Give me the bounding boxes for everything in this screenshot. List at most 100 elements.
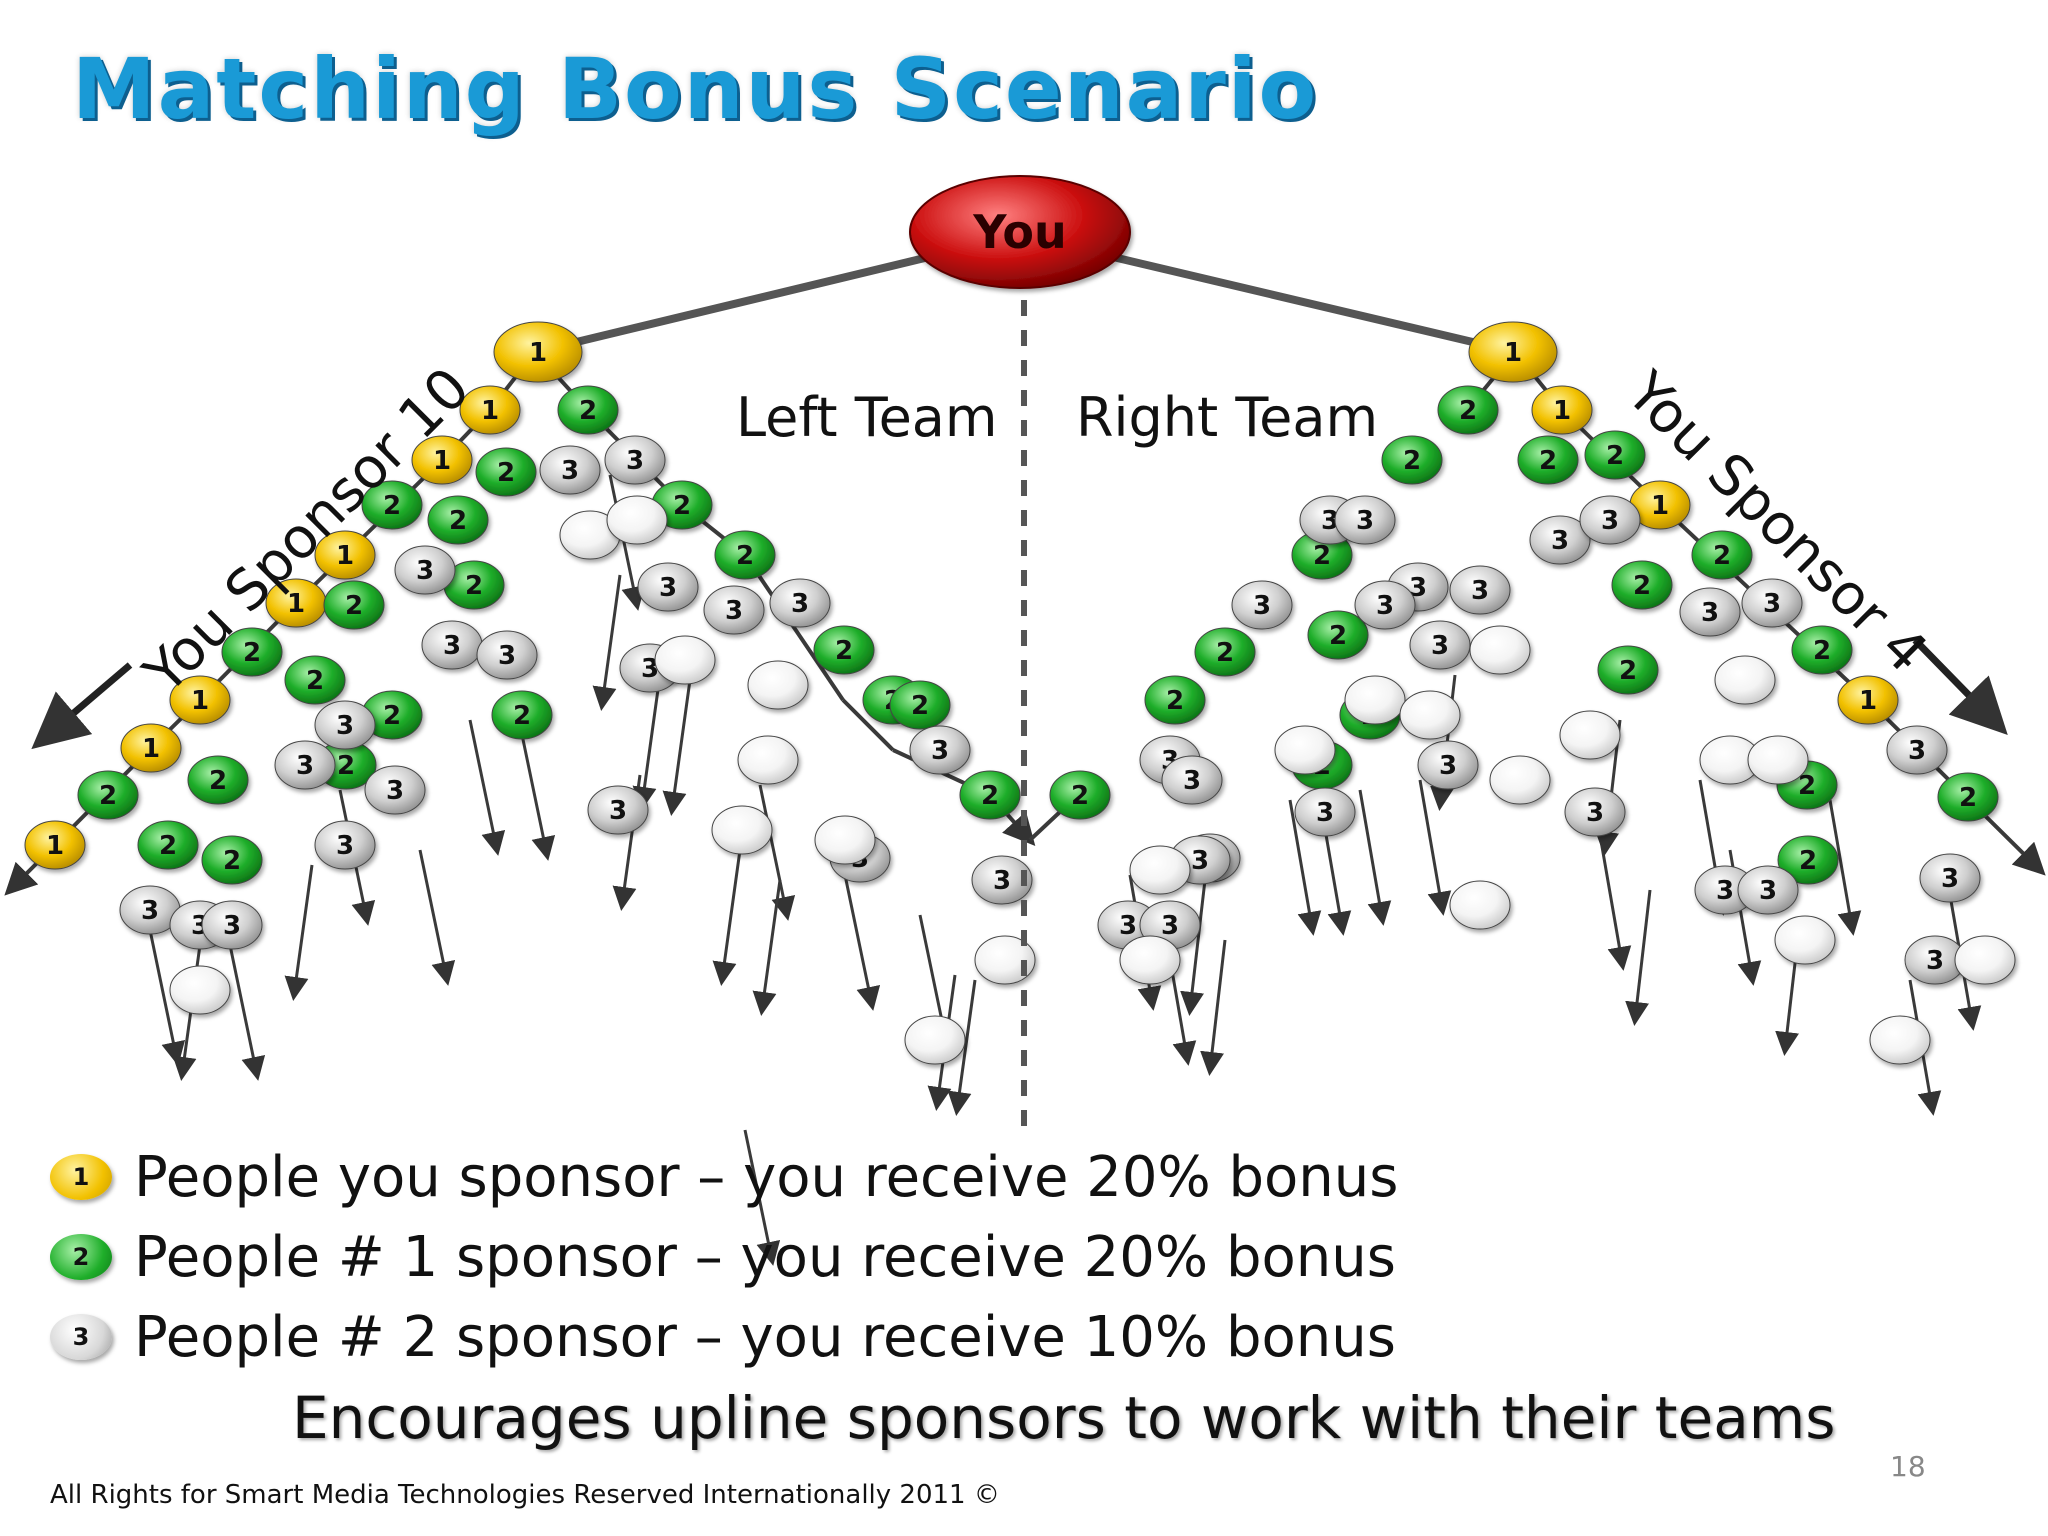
tree-node-level3: 3 [1742, 579, 1802, 627]
tree-node-blank [1955, 936, 2015, 984]
connector-line [230, 945, 257, 1075]
connector-line [294, 865, 312, 995]
legend-text-level1: People you sponsor – you receive 20% bon… [134, 1145, 1398, 1210]
svg-text:3: 3 [1431, 631, 1449, 661]
svg-text:2: 2 [465, 571, 483, 601]
tree-node-level3: 3 [275, 741, 335, 789]
svg-text:2: 2 [981, 781, 999, 811]
tree-node-level1: 1 [494, 322, 582, 382]
svg-text:2: 2 [1619, 656, 1637, 686]
tree-node-blank [1400, 691, 1460, 739]
svg-text:2: 2 [513, 701, 531, 731]
tree-node-blank [1345, 676, 1405, 724]
connector-line [470, 720, 497, 850]
svg-text:3: 3 [223, 911, 241, 941]
connector-line [642, 675, 660, 805]
left-team-text: Left Team [736, 386, 997, 449]
legend-row-level3: 3 People # 2 sponsor – you receive 10% b… [50, 1302, 1396, 1372]
tree-node-level3: 3 [1565, 788, 1625, 836]
svg-text:3: 3 [609, 796, 627, 826]
tree-node-level2: 2 [1145, 676, 1205, 724]
svg-text:2: 2 [911, 691, 929, 721]
tree-node-blank [1715, 656, 1775, 704]
tree-node-level3: 3 [1680, 588, 1740, 636]
svg-text:3: 3 [791, 589, 809, 619]
svg-text:3: 3 [296, 751, 314, 781]
tree-node-level2: 2 [1438, 386, 1498, 434]
svg-text:3: 3 [386, 776, 404, 806]
connector-line [672, 680, 690, 810]
legend-text-level3: People # 2 sponsor – you receive 10% bon… [134, 1305, 1396, 1370]
tree-node-blank [655, 636, 715, 684]
tree-node-level3: 3 [588, 786, 648, 834]
tree-node-blank [1748, 736, 1808, 784]
tree-node-level2: 2 [1692, 531, 1752, 579]
svg-text:3: 3 [1439, 751, 1457, 781]
tree-node-level2: 2 [1195, 628, 1255, 676]
svg-text:3: 3 [1253, 591, 1271, 621]
svg-text:2: 2 [579, 396, 597, 426]
svg-text:2: 2 [209, 766, 227, 796]
legend-badge-level2: 2 [50, 1234, 112, 1280]
connector-line [762, 880, 780, 1010]
tree-node-level3: 3 [315, 701, 375, 749]
tree-node-level1: 1 [121, 724, 181, 772]
connector-line [42, 665, 130, 740]
svg-text:2: 2 [1166, 686, 1184, 716]
tree-node-level3: 3 [202, 901, 262, 949]
svg-text:1: 1 [1859, 686, 1877, 716]
tree-node-level3: 3 [365, 766, 425, 814]
legend-text-level2: People # 1 sponsor – you receive 20% bon… [134, 1225, 1396, 1290]
tree-node-level3: 3 [477, 631, 537, 679]
svg-text:3: 3 [1926, 946, 1944, 976]
tree-node-level3: 3 [1232, 581, 1292, 629]
tree-node-level2: 2 [324, 581, 384, 629]
svg-text:3: 3 [1376, 591, 1394, 621]
tree-node-level3: 3 [1295, 788, 1355, 836]
tree-node-level2: 2 [890, 681, 950, 729]
copyright-notice: All Rights for Smart Media Technologies … [50, 1480, 1000, 1510]
tree-node-blank [1560, 711, 1620, 759]
tree-node-level3: 3 [315, 821, 375, 869]
connector-line [602, 575, 620, 705]
svg-text:3: 3 [1701, 598, 1719, 628]
svg-text:2: 2 [1459, 396, 1477, 426]
tree-node-level3: 3 [1580, 496, 1640, 544]
svg-text:2: 2 [1403, 446, 1421, 476]
root-label: You [972, 205, 1066, 259]
tree-node-level2: 2 [814, 626, 874, 674]
tree-node-level2: 2 [188, 756, 248, 804]
tree-node-level3: 3 [605, 436, 665, 484]
connector-line [1600, 835, 1623, 965]
svg-text:3: 3 [1161, 911, 1179, 941]
svg-text:2: 2 [835, 636, 853, 666]
tree-node-level1: 1 [1838, 676, 1898, 724]
tree-node-level3: 3 [395, 546, 455, 594]
svg-text:2: 2 [243, 638, 261, 668]
connector-line [1915, 640, 1998, 725]
svg-text:2: 2 [449, 506, 467, 536]
tree-node-level2: 2 [1585, 431, 1645, 479]
svg-text:1: 1 [46, 831, 64, 861]
svg-text:2: 2 [1799, 846, 1817, 876]
tree-node-level2: 2 [1598, 646, 1658, 694]
tree-node-level2: 2 [1938, 773, 1998, 821]
svg-text:3: 3 [498, 641, 516, 671]
connector-line [845, 875, 872, 1005]
tree-node-blank [1870, 1016, 1930, 1064]
svg-text:3: 3 [336, 831, 354, 861]
svg-text:3: 3 [993, 866, 1011, 896]
tree-node-level2: 2 [1518, 436, 1578, 484]
svg-text:2: 2 [497, 458, 515, 488]
tree-node-blank [905, 1016, 965, 1064]
tree-node-blank [712, 806, 772, 854]
svg-text:1: 1 [1504, 338, 1522, 368]
connector-line [760, 785, 787, 915]
right-team-text: Right Team [1076, 386, 1378, 449]
svg-text:3: 3 [1716, 876, 1734, 906]
svg-text:3: 3 [561, 456, 579, 486]
svg-text:3: 3 [1191, 846, 1209, 876]
svg-text:3: 3 [1119, 911, 1137, 941]
svg-text:1: 1 [336, 541, 354, 571]
tree-nodes: You1111111111112222222222222222222222222… [25, 176, 2015, 1064]
